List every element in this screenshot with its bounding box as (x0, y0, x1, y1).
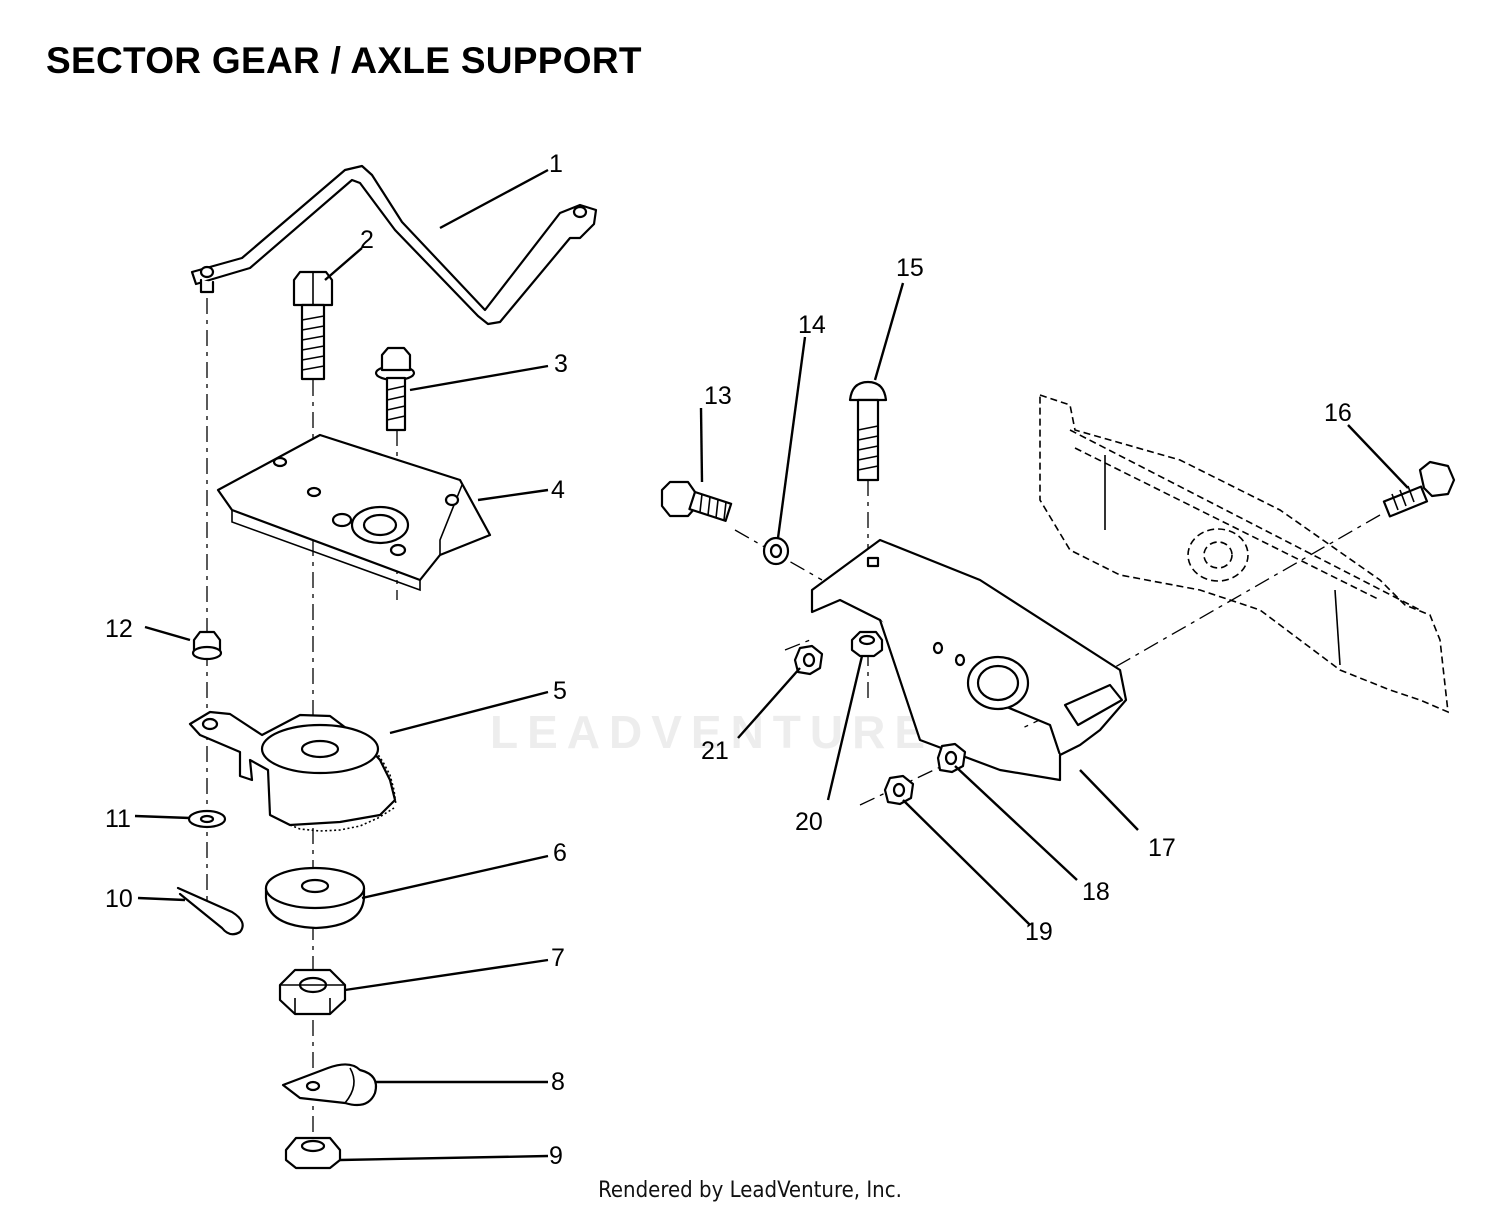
callout-14: 14 (798, 311, 826, 339)
part-front-axle-outline (1039, 393, 1449, 714)
callout-15: 15 (896, 254, 924, 282)
part-carriage-bolt (848, 380, 888, 482)
callout-8: 8 (551, 1068, 565, 1096)
callout-17: 17 (1148, 834, 1176, 862)
callout-3: 3 (554, 350, 568, 378)
part-hex-bolt-large (292, 270, 334, 381)
diagram-title: SECTOR GEAR / AXLE SUPPORT (46, 40, 642, 81)
part-cotter-pin (176, 886, 244, 936)
part-small-washer (187, 809, 227, 829)
part-flange-nut (191, 630, 223, 661)
footer-credit: Rendered by LeadVenture, Inc. (598, 1178, 902, 1203)
part-clip (281, 1063, 378, 1107)
callout-6: 6 (553, 839, 567, 867)
part-hex-nut (278, 968, 347, 1016)
callout-19: 19 (1025, 918, 1053, 946)
leader-lines (134, 168, 1409, 1162)
callout-4: 4 (551, 476, 565, 504)
callout-12: 12 (105, 615, 133, 643)
callout-7: 7 (551, 944, 565, 972)
callout-18: 18 (1082, 878, 1110, 906)
callout-16: 16 (1324, 399, 1352, 427)
part-mounting-bracket (216, 433, 492, 592)
part-nuts-lower (793, 630, 967, 806)
watermark: LEADVENTURE (490, 706, 935, 758)
part-axle-bolt (1382, 460, 1456, 518)
callout-2: 2 (360, 226, 374, 254)
callout-5: 5 (553, 677, 567, 705)
part-axle-support (810, 538, 1128, 782)
part-steering-rod (190, 164, 598, 326)
callout-1: 1 (549, 150, 563, 178)
callout-21: 21 (701, 737, 729, 765)
callout-numbers: 1 2 3 4 5 6 7 8 9 10 11 12 13 14 15 16 1… (105, 150, 1352, 1170)
part-lock-washer (762, 536, 790, 566)
part-sector-gear (188, 710, 397, 832)
part-side-bolt (660, 480, 733, 522)
callout-9: 9 (549, 1142, 563, 1170)
callout-20: 20 (795, 808, 823, 836)
part-jam-nut (284, 1136, 342, 1170)
callout-11: 11 (105, 805, 131, 833)
part-flange-bolt (374, 346, 416, 432)
part-large-washer (264, 866, 366, 930)
callout-13: 13 (704, 382, 732, 410)
callout-10: 10 (105, 885, 133, 913)
